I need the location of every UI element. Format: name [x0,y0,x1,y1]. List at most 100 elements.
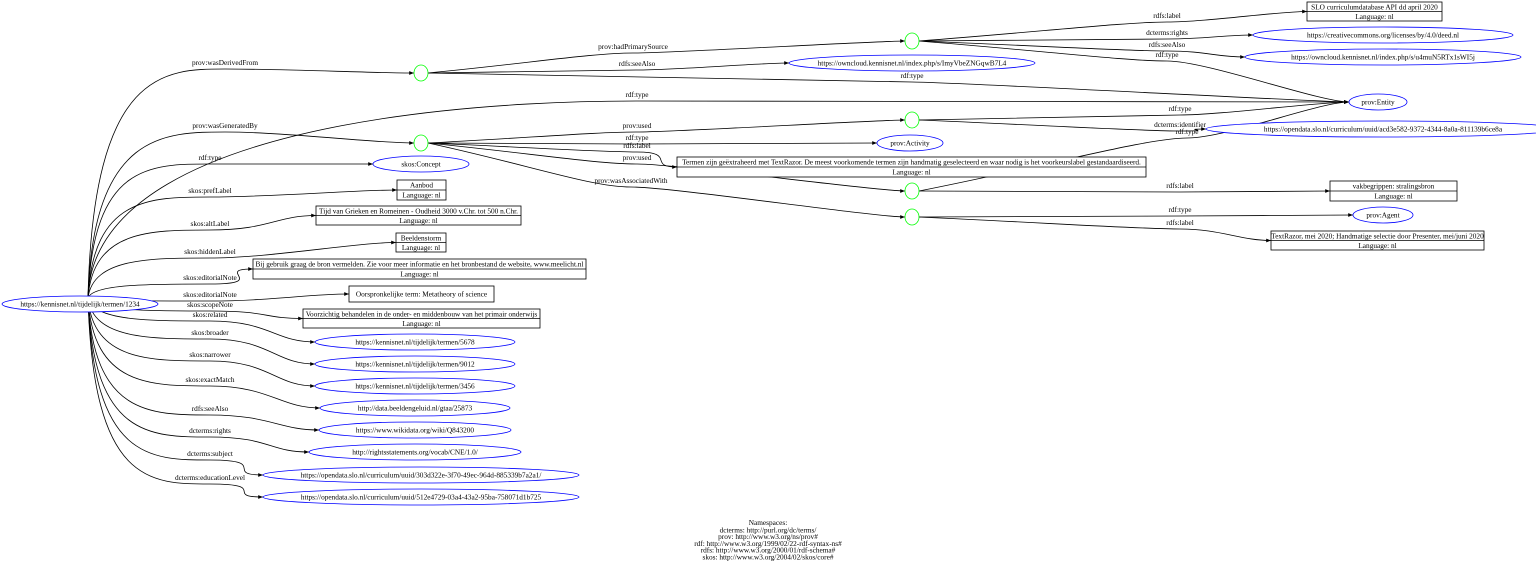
edge-label: skos:altLabel [191,219,230,228]
node-b3[interactable] [904,32,920,50]
edge-line [427,142,678,169]
edge-line [918,216,1272,243]
edge-rdfs-seealso: rdfs:seeAlso [918,40,1246,59]
uri-node-ellipse[interactable] [372,155,470,173]
edge-label: prov:used [623,121,652,130]
node-b4[interactable] [904,111,920,129]
uri-node-ellipse[interactable] [319,399,511,417]
uri-node-label: https://owncloud.kennisnet.nl/index.php/… [1291,53,1475,62]
edge-label: rdfs:seeAlso [1149,40,1186,49]
uri-node-label: prov:Activity [890,139,930,148]
edge-line [427,141,878,145]
uri-node-ellipse[interactable] [1252,26,1514,44]
node-rights[interactable]: http://rightsstatements.org/vocab/CNE/1.… [308,443,522,461]
node-gtaa[interactable]: http://data.beeldengeluid.nl/gtaa/25873 [319,399,511,417]
node-concept[interactable]: skos:Concept [372,155,470,173]
node-termen[interactable]: Termen zijn geëxtraheerd met TextRazor. … [676,156,1147,178]
uri-node-ellipse[interactable] [314,377,516,395]
node-entity[interactable]: prov:Entity [1348,93,1408,111]
uri-node-ellipse[interactable] [1205,120,1536,138]
node-t5678[interactable]: https://kennisnet.nl/tijdelijk/termen/56… [314,333,516,351]
edge-prov-wasderivedfrom: prov:wasDerivedFrom [87,58,415,299]
edge-line [427,118,906,144]
edge-rdf-type: rdf:type [87,153,373,299]
node-voorz[interactable]: Voorzichtig behandelen in de onder- en m… [302,308,541,329]
uri-node-ellipse[interactable] [262,466,580,484]
edge-label: skos:scopeNote [187,300,233,309]
node-activity[interactable]: prov:Activity [876,134,944,152]
uri-node-ellipse[interactable] [1348,93,1408,111]
uri-node-ellipse[interactable] [1352,206,1414,224]
node-subj[interactable]: https://opendata.slo.nl/curriculum/uuid/… [262,466,580,484]
uri-node-label: https://owncloud.kennisnet.nl/index.php/… [818,59,1007,68]
node-b6[interactable] [904,208,920,226]
node-edu[interactable]: https://opendata.slo.nl/curriculum/uuid/… [262,488,580,506]
node-agent[interactable]: prov:Agent [1352,206,1414,224]
edge-rdf-type: rdf:type [918,100,1350,192]
edge-label: rdfs:label [1166,181,1194,190]
node-textrazor[interactable]: TextRazor, mei 2020; Handmatige selectie… [1270,230,1485,251]
edge-rdf-type: rdf:type [427,71,1350,104]
uri-node-ellipse[interactable] [314,333,516,351]
node-owncloud2[interactable]: https://owncloud.kennisnet.nl/index.php/… [1244,48,1522,66]
uri-node-ellipse[interactable] [308,443,522,461]
literal-language: Language: nl [400,270,438,279]
uri-node-label: skos:Concept [401,160,440,169]
blank-node-circle[interactable] [904,111,920,129]
node-b2[interactable] [413,134,429,152]
edge-label: rdf:type [198,153,221,162]
literal-value: Termen zijn geëxtraheerd met TextRazor. … [682,158,1141,167]
blank-node-circle[interactable] [413,64,429,82]
edges-layer: prov:wasDerivedFromrdf:typeprov:wasGener… [87,9,1354,499]
namespaces-title: Namespaces: [749,518,788,527]
blank-node-circle[interactable] [413,134,429,152]
node-b5[interactable] [904,182,920,200]
edge-line [918,119,1207,132]
literal-value: vakbegrippen: stralingsbron [1353,182,1435,191]
node-wiki[interactable]: https://www.wikidata.org/wiki/Q843200 [318,421,512,439]
uri-node-ellipse[interactable] [876,134,944,152]
blank-node-circle[interactable] [904,182,920,200]
edge-label: rdf:type [625,90,648,99]
blank-node-circle[interactable] [904,208,920,226]
node-root[interactable]: https://kennisnet.nl/tijdelijk/termen/12… [1,295,159,313]
uri-node-ellipse[interactable] [314,355,516,373]
edge-label: rdf:type [1168,205,1191,214]
literal-node-box[interactable] [348,285,495,303]
node-ident[interactable]: https://opendata.slo.nl/curriculum/uuid/… [1205,120,1536,138]
edge-rdfs-seealso: rdfs:seeAlso [87,297,320,432]
edge-skos-narrower: skos:narrower [87,297,316,388]
node-slo[interactable]: SLO curriculumdatabase API dd april 2020… [1306,1,1443,22]
literal-value: SLO curriculumdatabase API dd april 2020 [1311,2,1438,11]
edge-label: rdf:type [625,133,648,142]
uri-node-label: https://kennisnet.nl/tijdelijk/termen/12… [20,300,140,309]
uri-node-ellipse[interactable] [1244,48,1522,66]
uri-node-ellipse[interactable] [262,488,580,506]
node-t9012[interactable]: https://kennisnet.nl/tijdelijk/termen/90… [314,355,516,373]
edge-prov-used: prov:used [427,118,906,144]
edge-label: rdf:type [900,71,923,80]
node-t3456[interactable]: https://kennisnet.nl/tijdelijk/termen/34… [314,377,516,395]
literal-value: Bij gebruik graag de bron vermelden. Zie… [256,260,584,269]
node-b1[interactable] [413,64,429,82]
blank-node-circle[interactable] [904,32,920,50]
edge-label: skos:related [193,310,228,319]
edge-line [918,189,1331,193]
node-tijd[interactable]: Tijd van Grieken en Romeinen - Oudheid 3… [315,205,522,226]
node-bij[interactable]: Bij gebruik graag de bron vermelden. Zie… [252,258,587,280]
node-cc[interactable]: https://creativecommons.org/licenses/by/… [1252,26,1514,44]
node-oors[interactable]: Oorspronkelijke term: Metatheory of scie… [348,285,495,303]
edge-line [87,297,264,477]
uri-node-ellipse[interactable] [788,54,1036,72]
edge-line [87,267,254,299]
edge-line [918,9,1308,42]
edge-line [87,188,398,299]
uri-node-ellipse[interactable] [318,421,512,439]
node-owncloud1[interactable]: https://owncloud.kennisnet.nl/index.php/… [788,54,1036,72]
uri-node-ellipse[interactable] [1,295,159,313]
edge-label: rdfs:label [623,141,651,150]
